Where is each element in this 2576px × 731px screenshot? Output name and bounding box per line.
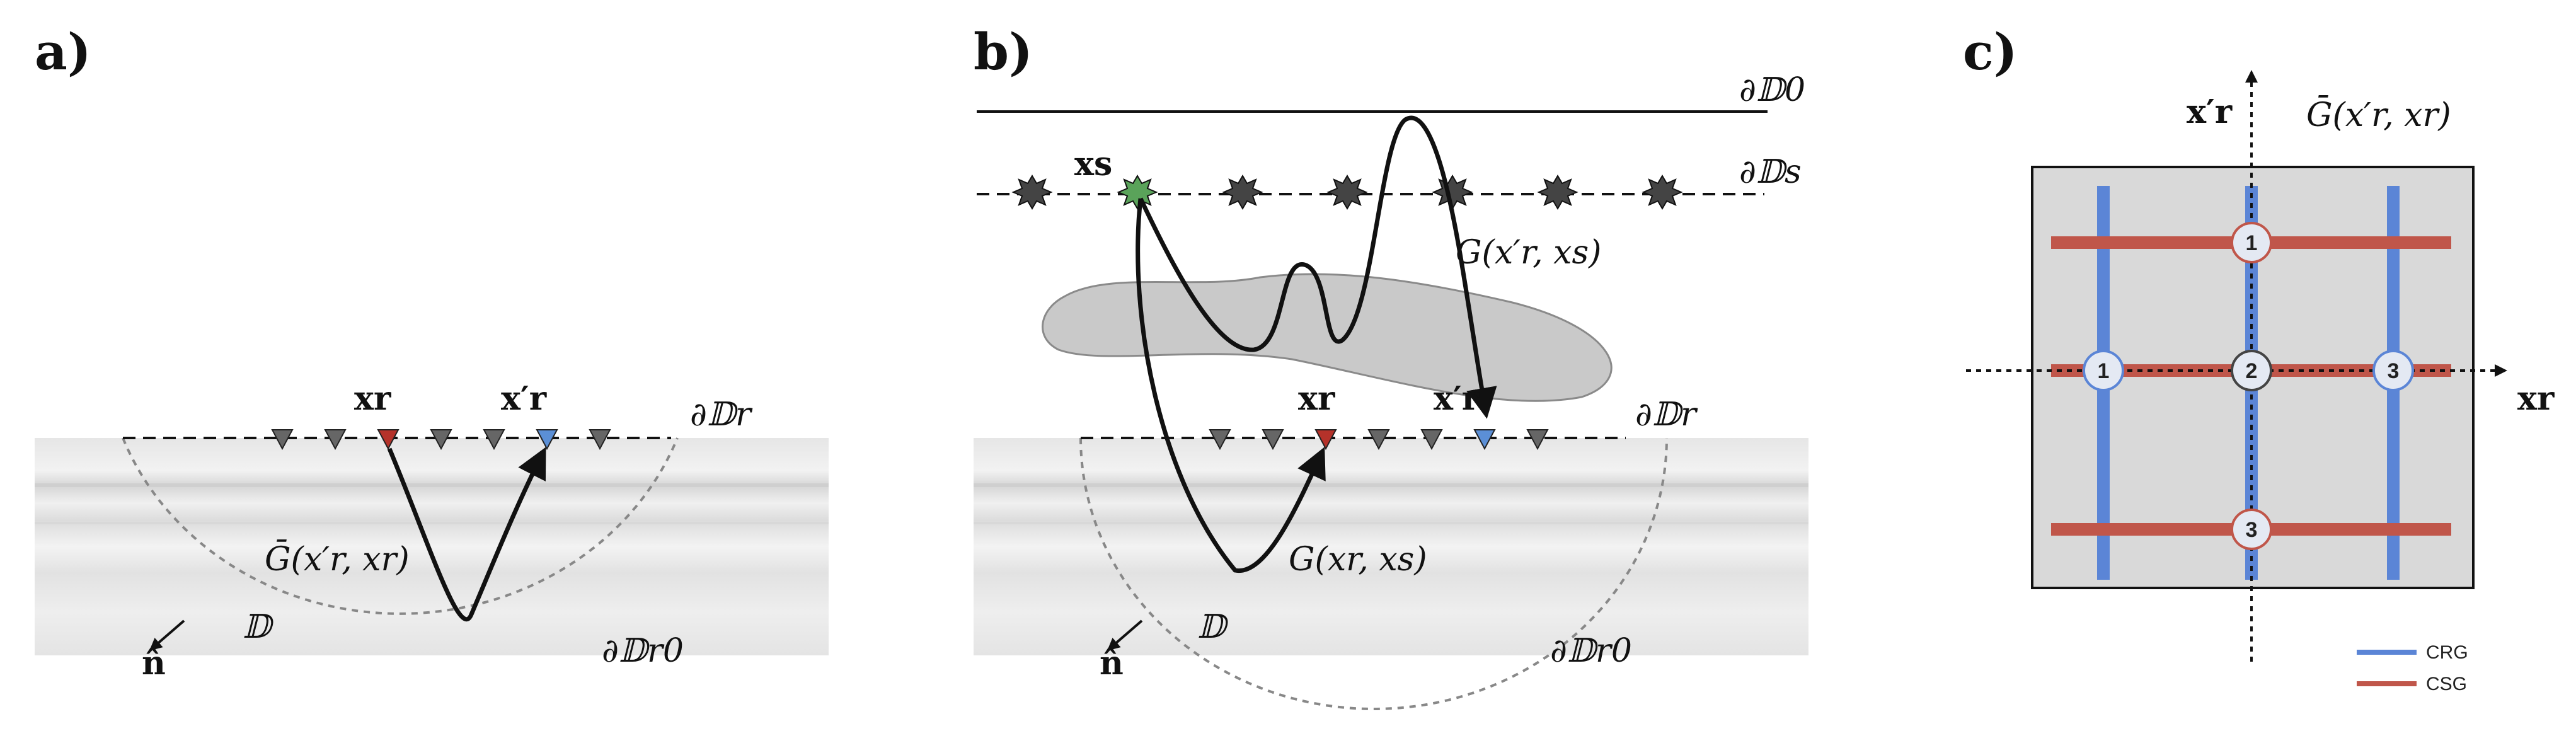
axis-x-label: xr [2517, 379, 2555, 418]
matrix-title: Ḡ(x′r, xr) [2306, 95, 2451, 134]
receiver-xr-triangle [377, 429, 400, 451]
source-star [1223, 175, 1262, 209]
label-boundary-r0: ∂𝔻r0 [602, 632, 684, 670]
label-normal: n̂ [142, 644, 166, 682]
source-star [1643, 175, 1682, 209]
green-function-path [387, 447, 546, 622]
receiver-triangle [483, 429, 505, 451]
panel-b: b) ∂𝔻0 ∂𝔻s xs [974, 22, 1808, 710]
source-array [1013, 175, 1682, 209]
marker-center-2: 2 [2231, 350, 2272, 391]
label-xr: xr [354, 379, 391, 418]
receiver-array [1209, 429, 1549, 451]
marker-label: 1 [2098, 359, 2110, 383]
label-green-xr-xs: G(xr, xs) [1289, 541, 1427, 578]
receiver-array [271, 429, 611, 451]
panel-a-label: a) [35, 22, 91, 81]
receiver-triangle [1367, 429, 1390, 451]
label-xs: xs [1074, 145, 1112, 183]
marker-label: 3 [2388, 359, 2400, 383]
label-domain: 𝔻 [1197, 608, 1229, 646]
label-xr: xr [1298, 379, 1335, 418]
label-xr-prime: x′r [501, 379, 547, 418]
integration-boundary [1079, 437, 1668, 710]
panel-b-label: b) [974, 22, 1033, 81]
receiver-triangle [1526, 429, 1549, 451]
label-green-bar: Ḡ(x′r, xr) [265, 539, 410, 578]
panel-c: c) xr x′r Ḡ(x′r, xr) 1 1 2 3 [1963, 22, 2555, 694]
marker-label: 1 [2246, 231, 2258, 255]
legend-label-crg: CRG [2426, 642, 2468, 663]
receiver-xr-triangle [1314, 429, 1337, 451]
marker-crg-1: 1 [2083, 350, 2124, 391]
integration-boundary [122, 437, 679, 615]
receiver-triangle [271, 429, 294, 451]
panel-a: a) xr x′r ∂𝔻r Ḡ(x′r, xr) 𝔻 ∂𝔻r0 n̂ [35, 22, 829, 682]
marker-crg-3: 3 [2372, 350, 2414, 391]
label-xr-prime: x′r [1434, 379, 1480, 418]
receiver-triangle [589, 429, 611, 451]
receiver-xr-prime-triangle [1473, 429, 1496, 451]
receiver-triangle [1262, 429, 1284, 451]
label-boundary-0: ∂𝔻0 [1739, 71, 1805, 109]
receiver-triangle [430, 429, 452, 451]
source-xs-star [1118, 175, 1157, 209]
axis-y-label: x′r [2187, 93, 2233, 131]
label-normal: n̂ [1100, 644, 1124, 682]
label-boundary-s: ∂𝔻s [1739, 153, 1802, 191]
label-green-xr-prime-xs: G(x′r, xs) [1456, 234, 1601, 272]
normal-arrow [149, 619, 185, 651]
marker-label: 2 [2246, 359, 2258, 383]
source-star [1538, 175, 1577, 209]
panel-c-label: c) [1963, 22, 2018, 81]
green-function-path-xr-prime [1138, 115, 1497, 419]
legend: CRG CSG [2357, 642, 2468, 694]
receiver-triangle [1209, 429, 1231, 451]
marker-csg-3: 3 [2231, 509, 2272, 550]
subsurface-model [35, 438, 829, 655]
label-boundary-r: ∂𝔻r [690, 396, 753, 434]
marker-label: 3 [2246, 518, 2258, 542]
legend-label-csg: CSG [2426, 674, 2467, 694]
green-function-path-xr [1136, 198, 1326, 573]
source-star [1328, 175, 1367, 209]
marker-csg-1: 1 [2231, 222, 2272, 263]
receiver-xr-prime-triangle [536, 429, 558, 451]
receiver-triangle [324, 429, 347, 451]
normal-arrow [1107, 619, 1143, 651]
source-star [1013, 175, 1052, 209]
receiver-triangle [1420, 429, 1443, 451]
subsurface-model [974, 438, 1808, 655]
label-boundary-r0: ∂𝔻r0 [1550, 632, 1632, 670]
label-domain: 𝔻 [243, 608, 274, 646]
label-boundary-r: ∂𝔻r [1635, 396, 1698, 434]
